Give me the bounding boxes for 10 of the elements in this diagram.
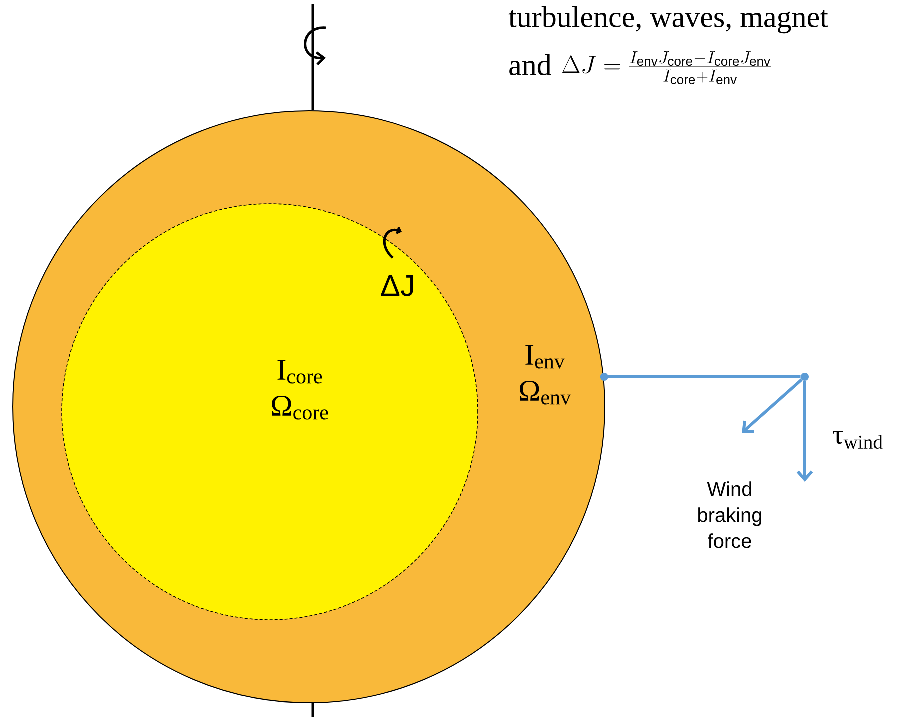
text-line: and (510, 54, 552, 76)
momentum-label: ΔJ (381, 276, 414, 296)
junction-dot (801, 373, 809, 381)
arrow (796, 381, 814, 482)
force-label: Wind braking force (698, 482, 762, 548)
formula: $\Delta J = \frac{I_{\mathrm{env}} J_{\mathrm{core}} - I_{\mathrm{core}} J_{\mathrm{env}}}{I_{\mathrm{core}} + I_{\mathrm{env}}}$ (562, 52, 771, 84)
arrow (600, 373, 801, 381)
text-line: turbulence, waves, magnet (508, 6, 828, 34)
arrow (742, 378, 803, 434)
edge-label: τ$_{wind}$ (833, 430, 883, 450)
